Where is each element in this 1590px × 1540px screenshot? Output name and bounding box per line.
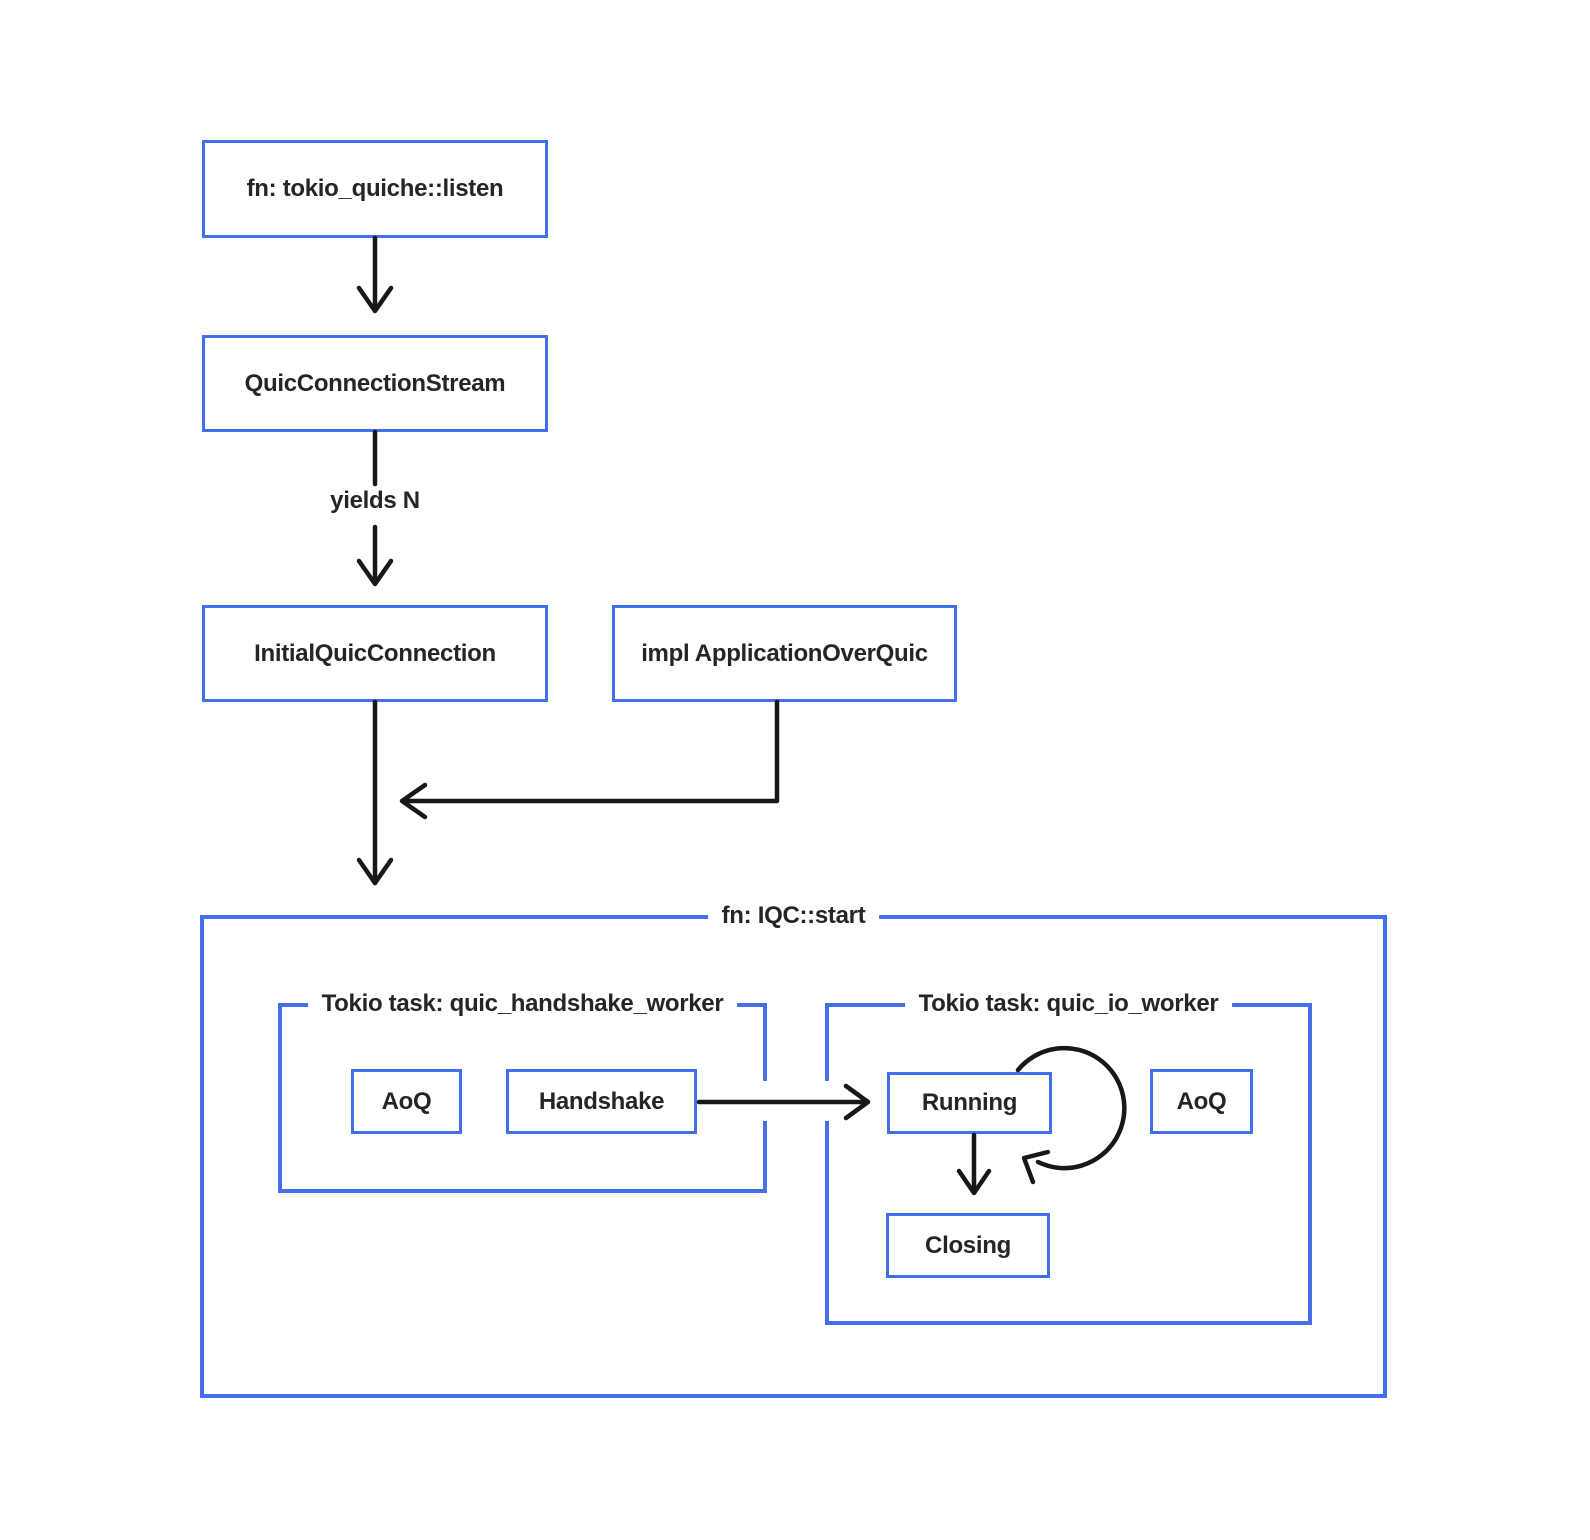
container-iqc-start: fn: IQC::start [200,900,1387,1398]
node-closing: Closing [886,1213,1050,1278]
node-running: Running [887,1072,1052,1134]
container-handshake-worker: Tokio task: quic_handshake_worker [278,988,767,1193]
node-handshake: Handshake [506,1069,697,1134]
node-initial-quic-connection: InitialQuicConnection [202,605,548,702]
container-io-worker-label: Tokio task: quic_io_worker [904,988,1233,1020]
node-quic-connection-stream: QuicConnectionStream [202,335,548,432]
arrow-impl-to-merge [399,699,780,820]
edge-label-yields-n: yields N [330,487,420,514]
arrow-listen-to-stream [356,235,394,314]
arrow-initial-to-iqc-start [356,699,394,886]
node-aoq-handshake-worker: AoQ [351,1069,462,1134]
node-impl-application-over-quic: impl ApplicationOverQuic [612,605,957,702]
container-handshake-worker-label: Tokio task: quic_handshake_worker [307,988,738,1020]
container-iqc-start-label: fn: IQC::start [707,900,880,932]
node-aoq-io-worker: AoQ [1150,1069,1253,1134]
container-io-worker: Tokio task: quic_io_worker [825,988,1312,1325]
node-tokio-quiche-listen: fn: tokio_quiche::listen [202,140,548,238]
